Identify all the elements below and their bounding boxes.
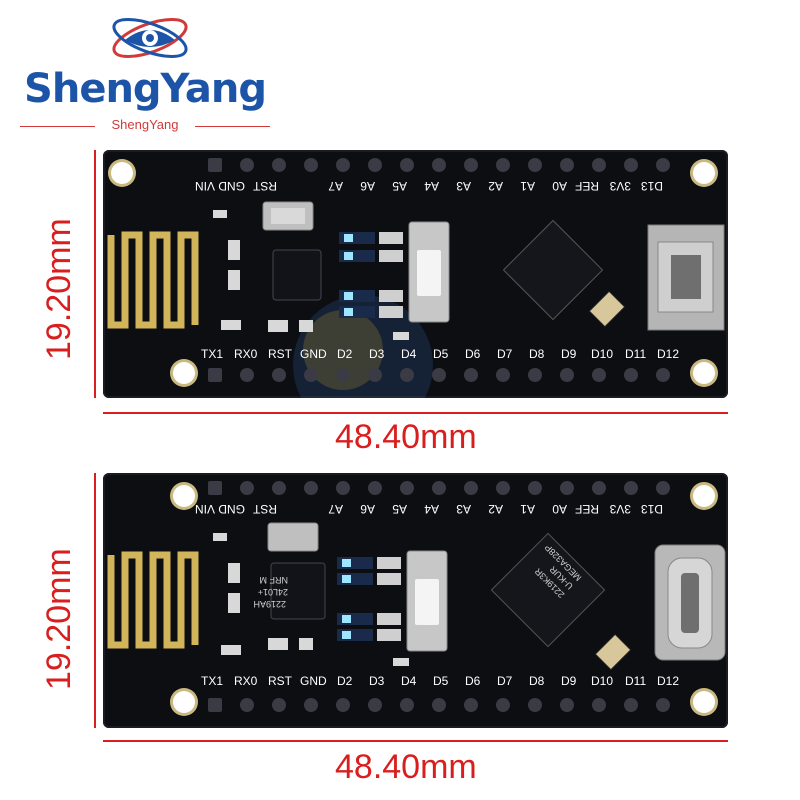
mount-hole bbox=[173, 485, 195, 507]
pin-label: D12 bbox=[657, 674, 679, 688]
pin-label: D11 bbox=[625, 674, 646, 688]
height-dimension-line bbox=[94, 150, 96, 398]
pin-label: GND bbox=[300, 347, 327, 361]
micro-usb-icon bbox=[647, 224, 725, 331]
pin-label: D13 bbox=[641, 179, 663, 193]
usb-c-icon bbox=[654, 544, 726, 661]
pin-label: D7 bbox=[497, 674, 513, 688]
board-top-artwork: VIN GND RST A7 A6 A5 A4 A3 A2 A1 A0 REF … bbox=[107, 158, 725, 435]
top-height-label: 19.20mm bbox=[40, 218, 78, 360]
board-bottom-artwork: NRF M 24L01+ 2219AH MEGA328P U-KUR 2219K… bbox=[107, 481, 726, 712]
pin-label: GND bbox=[300, 674, 327, 688]
pin-label: RST bbox=[252, 179, 277, 193]
nano-board-micro-usb: VIN GND RST A7 A6 A5 A4 A3 A2 A1 A0 REF … bbox=[103, 150, 728, 435]
mount-hole bbox=[111, 162, 133, 184]
pin-label: RX0 bbox=[234, 674, 258, 688]
height-dimension-line bbox=[94, 473, 96, 728]
nrf-code: 24L01+ bbox=[258, 587, 288, 597]
shengyang-logo: ShengYang ShengYang bbox=[10, 8, 280, 138]
mount-hole bbox=[693, 485, 715, 507]
brand-subtitle: ShengYang bbox=[10, 116, 280, 136]
nano-board-usb-c: NRF M 24L01+ 2219AH MEGA328P U-KUR 2219K… bbox=[103, 473, 728, 728]
pin-label: 3V3 bbox=[609, 502, 631, 516]
mount-hole bbox=[173, 362, 195, 384]
pin-label: A4 bbox=[424, 502, 439, 516]
pin-label: RX0 bbox=[234, 347, 258, 361]
pin-label: D2 bbox=[337, 674, 353, 688]
pin-label: REF bbox=[575, 502, 599, 516]
pin-label: D7 bbox=[497, 347, 513, 361]
bottom-height-label: 19.20mm bbox=[40, 548, 78, 690]
pin-label: D6 bbox=[465, 347, 481, 361]
pin-label: A6 bbox=[360, 179, 375, 193]
pin-label: A1 bbox=[520, 502, 535, 516]
pin-label: A3 bbox=[456, 179, 471, 193]
pin-label: D8 bbox=[529, 347, 545, 361]
pin-label: A1 bbox=[520, 179, 535, 193]
mount-hole bbox=[693, 691, 715, 713]
pin-label: D5 bbox=[433, 347, 449, 361]
nrf-batch: 2219AH bbox=[253, 599, 286, 609]
pin-label: VIN bbox=[195, 179, 215, 193]
pin-label: A2 bbox=[488, 179, 503, 193]
width-dimension-line bbox=[103, 740, 728, 742]
pin-label: VIN bbox=[195, 502, 215, 516]
brand-subname: ShengYang bbox=[111, 117, 179, 132]
pcb-antenna-icon bbox=[107, 551, 199, 649]
brand-name: ShengYang bbox=[24, 66, 267, 112]
pin-label: D5 bbox=[433, 674, 449, 688]
pcb-antenna-icon bbox=[107, 231, 199, 329]
pin-label: D11 bbox=[625, 347, 646, 361]
eye-logo-icon bbox=[112, 18, 188, 58]
pin-label: A2 bbox=[488, 502, 503, 516]
pin-label: TX1 bbox=[201, 674, 223, 688]
pin-label: D9 bbox=[561, 347, 577, 361]
pin-label: A6 bbox=[360, 502, 375, 516]
pin-label: A0 bbox=[552, 502, 567, 516]
pin-label: A7 bbox=[328, 179, 343, 193]
nrf-marking: NRF M bbox=[260, 575, 289, 585]
pin-label: RST bbox=[252, 502, 277, 516]
pin-label: RST bbox=[268, 347, 293, 361]
pin-label: A4 bbox=[424, 179, 439, 193]
pin-label: D10 bbox=[591, 674, 613, 688]
pin-label: D3 bbox=[369, 674, 385, 688]
pin-label: RST bbox=[268, 674, 293, 688]
pin-label: D12 bbox=[657, 347, 679, 361]
bottom-width-label: 48.40mm bbox=[335, 748, 477, 786]
mount-hole bbox=[173, 691, 195, 713]
pin-label: D13 bbox=[641, 502, 663, 516]
pin-label: D4 bbox=[401, 674, 417, 688]
mount-hole bbox=[693, 362, 715, 384]
top-width-label: 48.40mm bbox=[335, 418, 477, 456]
pin-label: A5 bbox=[392, 502, 407, 516]
pin-label: A3 bbox=[456, 502, 471, 516]
pin-label: D3 bbox=[369, 347, 385, 361]
pin-label: TX1 bbox=[201, 347, 223, 361]
pin-label: D10 bbox=[591, 347, 613, 361]
width-dimension-line bbox=[103, 412, 728, 414]
pin-label: D8 bbox=[529, 674, 545, 688]
pin-label: D2 bbox=[337, 347, 353, 361]
pin-label: 3V3 bbox=[609, 179, 631, 193]
mount-hole bbox=[693, 162, 715, 184]
pin-label: D4 bbox=[401, 347, 417, 361]
pin-label: REF bbox=[575, 179, 599, 193]
pin-label: A5 bbox=[392, 179, 407, 193]
pin-label: GND bbox=[218, 502, 245, 516]
pin-label: D6 bbox=[465, 674, 481, 688]
pin-label: A7 bbox=[328, 502, 343, 516]
pin-label: D9 bbox=[561, 674, 577, 688]
pin-label: A0 bbox=[552, 179, 567, 193]
pin-label: GND bbox=[218, 179, 245, 193]
